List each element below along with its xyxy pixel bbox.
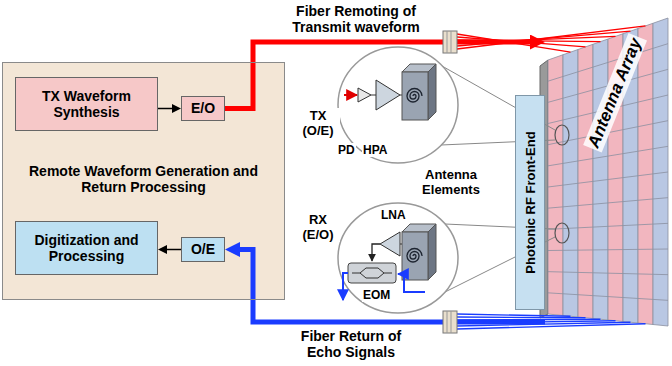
tx-detail-callout-part [358,88,371,102]
fiber-connector-part [447,31,451,53]
tx-detail-callout [338,47,458,163]
element-marker [555,125,569,243]
tx-detail-callout-part [407,89,422,103]
component-label: LNA [380,208,407,222]
fiber-line [457,319,601,321]
array-row [548,198,668,209]
node-text: Antenna Array [583,33,647,152]
rx-detail-callout-part [372,244,380,261]
rx-detail-callout-part [402,232,428,280]
fiber-connector [225,42,536,109]
array-row [548,272,668,275]
fiber-line [457,316,586,318]
fiber-line [457,314,571,316]
fiber-connector-part [447,311,451,333]
component-label: PD [337,143,356,157]
section-label: TX (O/E) [296,108,340,138]
array-row [548,146,668,166]
component-label: EOM [362,288,391,302]
node-text: TX Waveform Synthesis [16,88,157,120]
array-grid [540,18,668,326]
fiber-label: Fiber Remoting of Transmit waveform [280,3,432,35]
fiber-connector-part [443,31,457,53]
rx-detail-callout-part [407,249,422,263]
rx-detail-callout-part [398,274,425,292]
rx-detail-callout-part [428,224,436,280]
rx-detail-callout-part [338,203,458,313]
node-text: Photonic RF Front-End [523,131,538,273]
antenna-array: Antenna Array [545,15,670,337]
array-row [548,293,668,301]
converter-box: O/E [181,237,225,262]
array-row [548,249,668,251]
rx-detail-callout-part [380,232,400,256]
signal-connector [158,108,176,110]
process-box: TX Waveform Synthesis [15,77,158,131]
tx-detail-callout-part [402,72,428,120]
node-text: E/O [191,100,215,116]
element-marker-part [555,125,569,145]
tx-detail-callout-part [371,95,376,96]
processing-panel: Remote Waveform Generation and Return Pr… [2,62,285,300]
converter-box: E/O [181,96,225,121]
panel-fill [2,62,285,300]
front-end-band: Photonic RF Front-End [515,95,545,310]
node-text: Remote Waveform Generation and Return Pr… [3,163,284,195]
fiber-connector [234,250,545,323]
tx-detail-callout-part [376,80,400,110]
rx-detail-callout-part [343,273,348,300]
component-label: HPA [362,143,388,157]
array-row [548,172,668,187]
tx-detail-callout-part [338,47,458,163]
rx-detail-callout-part [348,263,396,283]
tx-detail-callout-part [428,64,436,120]
component-label: Antenna Elements [410,167,492,197]
rx-detail-callout-part [352,268,392,278]
array-row [548,44,668,81]
fiber-line [457,26,646,49]
signal-connector [163,249,181,251]
fiber-label: Fiber Return of Echo Signals [285,328,417,360]
fiber-line [457,324,646,329]
element-marker-part [555,223,569,243]
tx-detail-callout-part [344,94,357,96]
process-box: Digitization and Processing [15,221,158,275]
fiber-connector-part [443,311,457,333]
node-text: Digitization and Processing [16,232,157,264]
section-label: RX (E/O) [296,212,340,242]
rx-detail-callout [338,203,458,313]
node-text: O/E [191,241,215,257]
